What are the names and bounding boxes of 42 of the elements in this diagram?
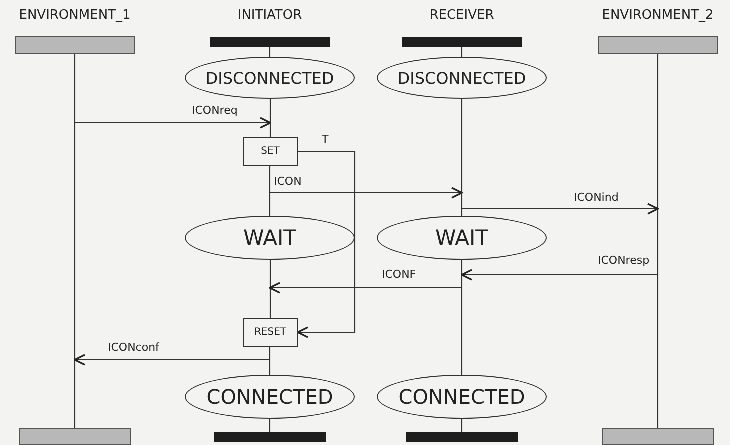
state-ellipse: DISCONNECTED (185, 57, 355, 99)
lifeline (74, 54, 76, 428)
message-arrow (462, 203, 659, 215)
instance-name: INITIATOR (238, 8, 302, 24)
instance-name: RECEIVER (430, 8, 494, 24)
lifeline (269, 47, 271, 57)
instance-end-bar (406, 432, 518, 442)
lifeline (269, 419, 271, 432)
lifeline (269, 166, 271, 216)
lifeline (270, 99, 272, 137)
timer-arrow (297, 150, 356, 338)
lifeline (657, 54, 659, 428)
message-label: ICONconf (106, 341, 162, 354)
message-label: ICONresp (596, 254, 652, 267)
message-arrow (270, 187, 463, 199)
state-ellipse: CONNECTED (377, 375, 547, 419)
lifeline (461, 419, 463, 432)
instance-end-bar (602, 428, 714, 445)
message-arrow (74, 354, 270, 366)
instance-name: ENVIRONMENT_2 (602, 8, 714, 24)
lifeline (461, 99, 463, 216)
action-box: SET (243, 137, 298, 166)
state-ellipse: WAIT (377, 216, 547, 260)
instance-end-bar (214, 432, 326, 442)
instance-end-bar (19, 428, 131, 445)
message-label: ICONF (380, 268, 418, 281)
lifeline (269, 347, 271, 375)
state-ellipse: DISCONNECTED (377, 57, 547, 99)
message-arrow (75, 117, 272, 129)
action-box: RESET (243, 318, 298, 347)
state-ellipse: WAIT (185, 216, 355, 260)
message-arrow (269, 282, 462, 294)
message-arrow (461, 269, 658, 281)
message-label: ICONreq (190, 104, 240, 117)
lifeline (270, 260, 272, 318)
lifeline (461, 47, 463, 57)
lifeline (461, 260, 463, 375)
message-label: ICONind (572, 191, 621, 204)
message-label: ICON (272, 175, 304, 188)
timer-label: T (320, 132, 331, 146)
instance-name: ENVIRONMENT_1 (19, 8, 131, 24)
state-ellipse: CONNECTED (185, 375, 355, 419)
